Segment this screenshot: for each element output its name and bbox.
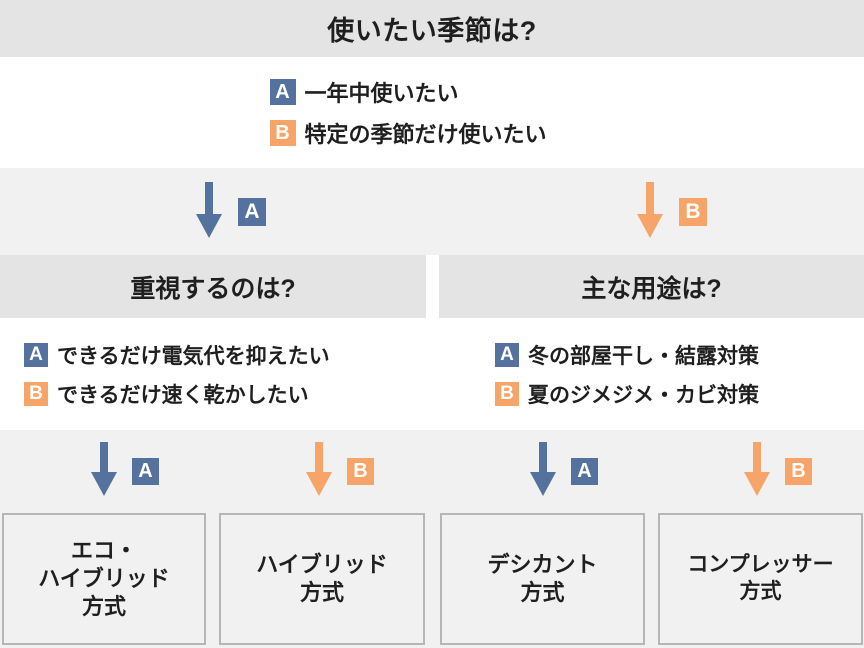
panel-right-option-a[interactable]: A 冬の部屋干し・結露対策: [495, 340, 864, 370]
down-arrow-icon: [192, 182, 226, 242]
question-panel-left: 重視するのは? A できるだけ電気代を抑えたい B できるだけ速く乾かしたい: [0, 255, 426, 430]
option-badge-a: A: [24, 342, 48, 367]
panel-right-option-b-label: 夏のジメジメ・カビ対策: [528, 383, 759, 407]
panel-right-option-a-label: 冬の部屋干し・結露対策: [528, 344, 759, 368]
down-arrow-icon: [88, 442, 120, 500]
branch-label-b: B: [785, 457, 812, 485]
root-question-options: A 一年中使いたい B 特定の季節だけ使いたい: [0, 57, 864, 168]
panel-left-option-b-label: できるだけ速く乾かしたい: [57, 383, 309, 407]
down-arrow-icon: [741, 442, 773, 500]
branch-arrow-group-2a: A: [88, 442, 159, 500]
result-box-desiccant[interactable]: デシカント 方式: [440, 513, 645, 645]
branch-label-a: A: [132, 457, 159, 485]
branch-arrows-level-2: A B A B: [0, 430, 864, 513]
branch-label-b: B: [347, 457, 374, 485]
result-box-compressor[interactable]: コンプレッサー 方式: [658, 513, 863, 645]
question-panel-left-title: 重視するのは?: [130, 274, 296, 303]
branch-arrow-group-2c: A: [527, 442, 598, 500]
panel-left-option-b[interactable]: B できるだけ速く乾かしたい: [24, 379, 426, 409]
branch-arrow-group-2b: B: [303, 442, 374, 500]
branch-arrows-level-1: A B: [0, 168, 864, 255]
result-box-hybrid[interactable]: ハイブリッド 方式: [219, 513, 425, 645]
question-panel-right: 主な用途は? A 冬の部屋干し・結露対策 B 夏のジメジメ・カビ対策: [439, 255, 864, 430]
root-question-header: 使いたい季節は?: [0, 0, 864, 57]
option-badge-b: B: [269, 120, 296, 146]
result-label: コンプレッサー 方式: [687, 553, 834, 603]
option-badge-b: B: [24, 381, 48, 406]
question-panel-left-header: 重視するのは?: [0, 255, 426, 318]
question-panel-left-options: A できるだけ電気代を抑えたい B できるだけ速く乾かしたい: [0, 318, 426, 430]
branch-label-b: B: [679, 198, 707, 226]
root-option-b[interactable]: B 特定の季節だけ使いたい: [269, 117, 595, 149]
result-label: ハイブリッド 方式: [256, 551, 388, 605]
branch-arrow-group-1a: A: [192, 182, 266, 242]
panel-left-option-a[interactable]: A できるだけ電気代を抑えたい: [24, 340, 426, 370]
root-question-title: 使いたい季節は?: [327, 16, 537, 46]
root-option-b-label: 特定の季節だけ使いたい: [304, 122, 547, 147]
option-badge-a: A: [495, 342, 519, 367]
branch-arrow-group-1b: B: [633, 182, 707, 242]
branch-label-a: A: [571, 457, 598, 485]
option-badge-a: A: [269, 79, 296, 105]
result-boxes: エコ・ ハイブリッド 方式 ハイブリッド 方式 デシカント 方式 コンプレッサー…: [0, 513, 864, 648]
panel-right-option-b[interactable]: B 夏のジメジメ・カビ対策: [495, 379, 864, 409]
question-panel-right-header: 主な用途は?: [439, 255, 864, 318]
down-arrow-icon: [303, 442, 335, 500]
question-panel-right-title: 主な用途は?: [581, 274, 722, 303]
result-label: デシカント 方式: [487, 551, 598, 605]
down-arrow-icon: [633, 182, 667, 242]
down-arrow-icon: [527, 442, 559, 500]
branch-label-a: A: [238, 198, 266, 226]
result-label: エコ・ ハイブリッド 方式: [38, 537, 170, 620]
root-option-a[interactable]: A 一年中使いたい: [269, 76, 595, 108]
option-badge-b: B: [495, 381, 519, 406]
branch-arrow-group-2d: B: [741, 442, 812, 500]
root-option-a-label: 一年中使いたい: [304, 81, 459, 106]
panel-left-option-a-label: できるだけ電気代を抑えたい: [57, 344, 330, 368]
question-panel-right-options: A 冬の部屋干し・結露対策 B 夏のジメジメ・カビ対策: [439, 318, 864, 430]
result-box-eco-hybrid[interactable]: エコ・ ハイブリッド 方式: [2, 513, 206, 645]
